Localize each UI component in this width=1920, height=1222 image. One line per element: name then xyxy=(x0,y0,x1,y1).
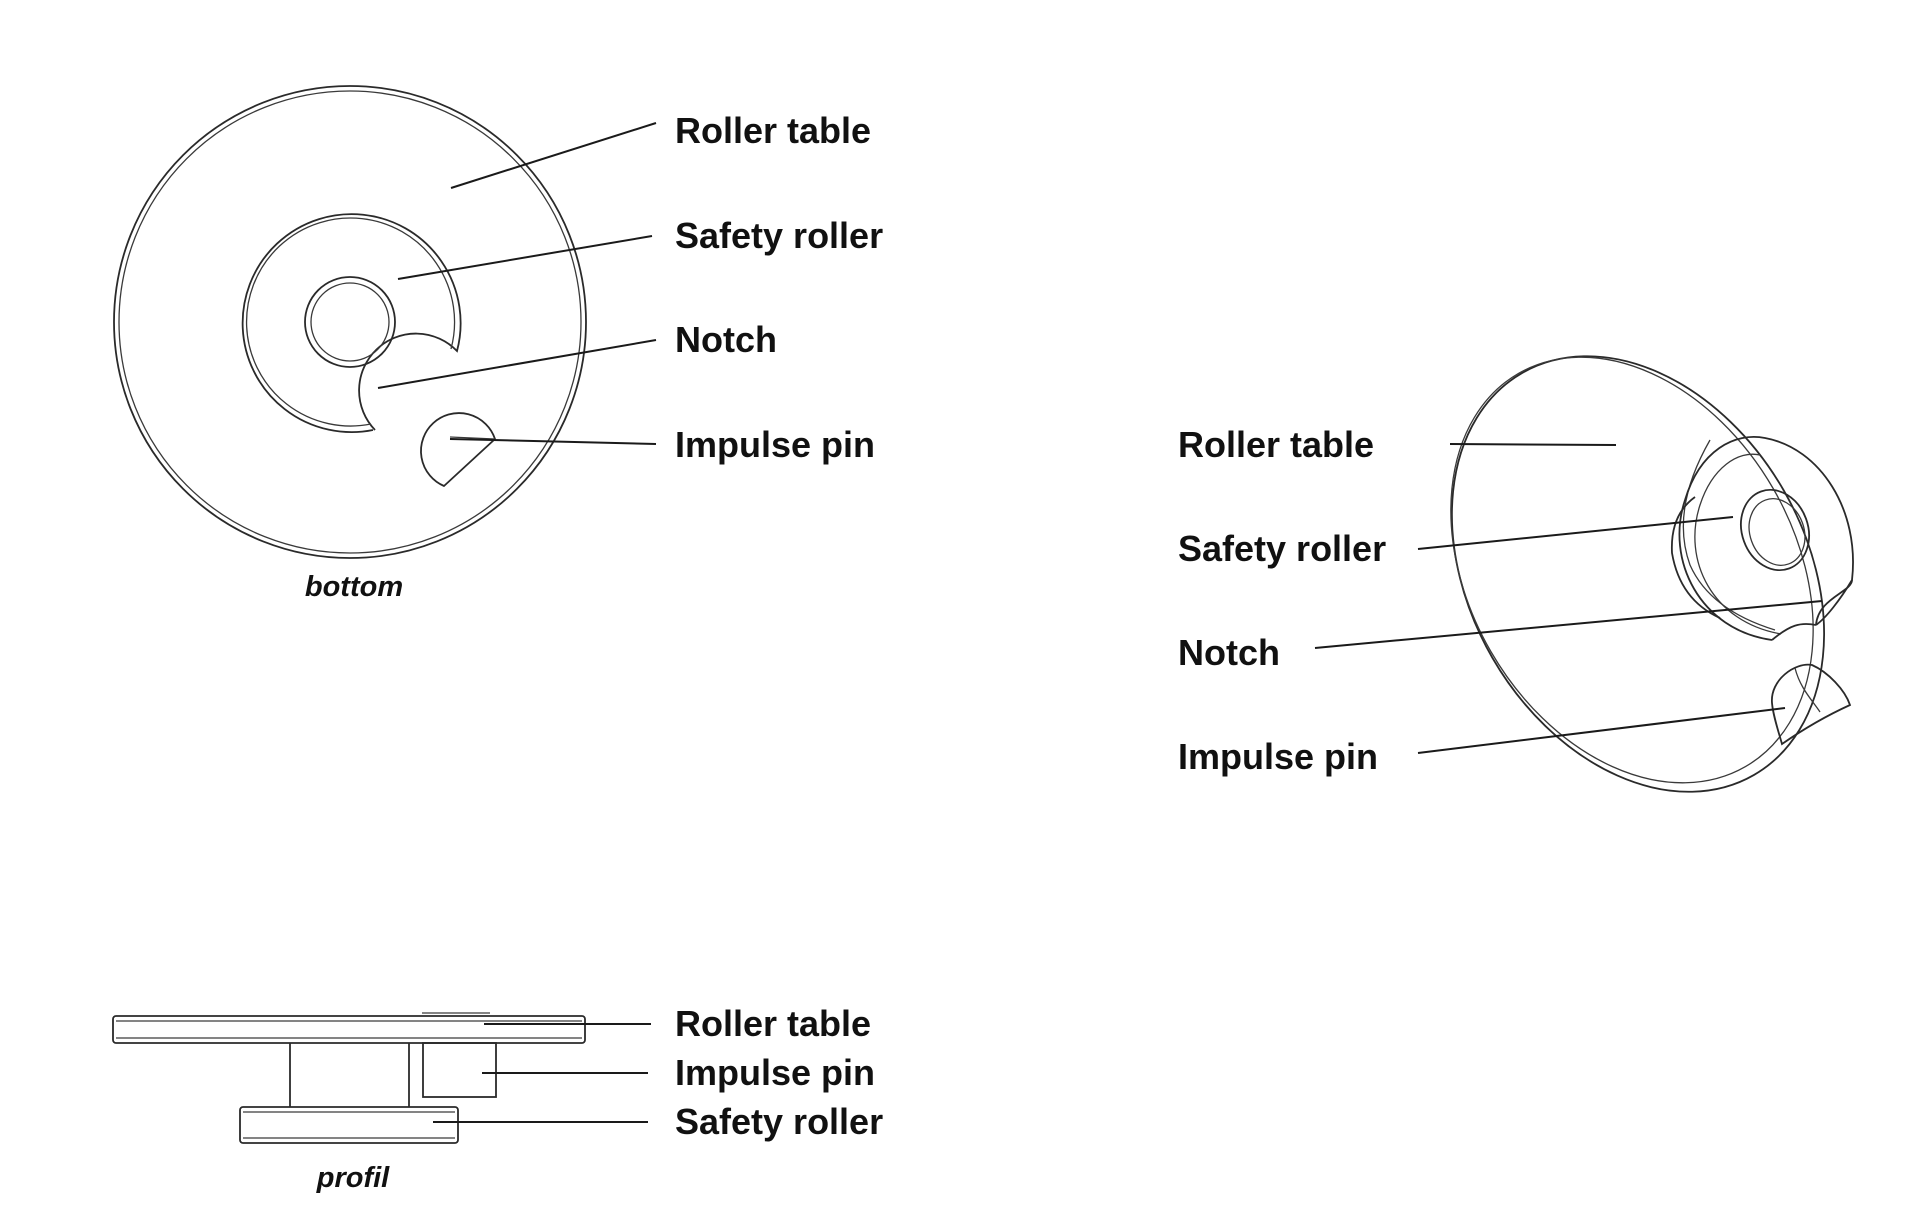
caption-profile: profil xyxy=(316,1162,390,1194)
label-safety-roller-profile: Safety roller xyxy=(675,1101,883,1142)
label-roller-table: Roller table xyxy=(675,110,871,151)
label-roller-table-profile: Roller table xyxy=(675,1003,871,1044)
safety-roller xyxy=(241,213,462,433)
leader-notch-3d xyxy=(1314,600,1823,649)
label-notch-3d: Notch xyxy=(1178,632,1280,673)
leader-impulse-pin xyxy=(449,438,657,445)
center-hole xyxy=(304,276,396,368)
leader-impulse-pin-3d xyxy=(1417,707,1786,754)
shaft-profile xyxy=(289,1043,410,1107)
profile-view: Roller table Impulse pin Safety roller p… xyxy=(112,1003,883,1194)
label-safety-roller-3d: Safety roller xyxy=(1178,528,1386,569)
leader-safety-roller-3d xyxy=(1417,516,1734,550)
impulse-pin-profile xyxy=(422,1042,497,1098)
leader-notch xyxy=(377,339,657,389)
label-roller-table-3d: Roller table xyxy=(1178,424,1374,465)
safety-roller-3d xyxy=(1670,436,1854,641)
safety-roller-profile xyxy=(239,1106,459,1144)
label-impulse-pin-3d: Impulse pin xyxy=(1178,736,1378,777)
center-hole-3d xyxy=(1740,488,1810,572)
roller-table-disc-3d xyxy=(1450,355,1825,793)
label-safety-roller: Safety roller xyxy=(675,215,883,256)
leader-safety-roller xyxy=(397,235,653,280)
impulse-pin xyxy=(420,412,497,488)
roller-table-plate-profile xyxy=(112,1012,586,1044)
perspective-view: Roller table Safety roller Notch Impulse… xyxy=(1178,355,1854,793)
impulse-pin-3d xyxy=(1771,663,1852,746)
leader-roller-table-3d xyxy=(1449,443,1617,446)
label-impulse-pin: Impulse pin xyxy=(675,424,875,465)
label-notch: Notch xyxy=(675,319,777,360)
label-impulse-pin-profile: Impulse pin xyxy=(675,1052,875,1093)
leader-roller-table xyxy=(450,122,657,189)
roller-table-disc xyxy=(113,85,587,559)
bottom-view: Roller table Safety roller Notch Impulse… xyxy=(113,85,883,603)
caption-bottom: bottom xyxy=(305,571,403,603)
